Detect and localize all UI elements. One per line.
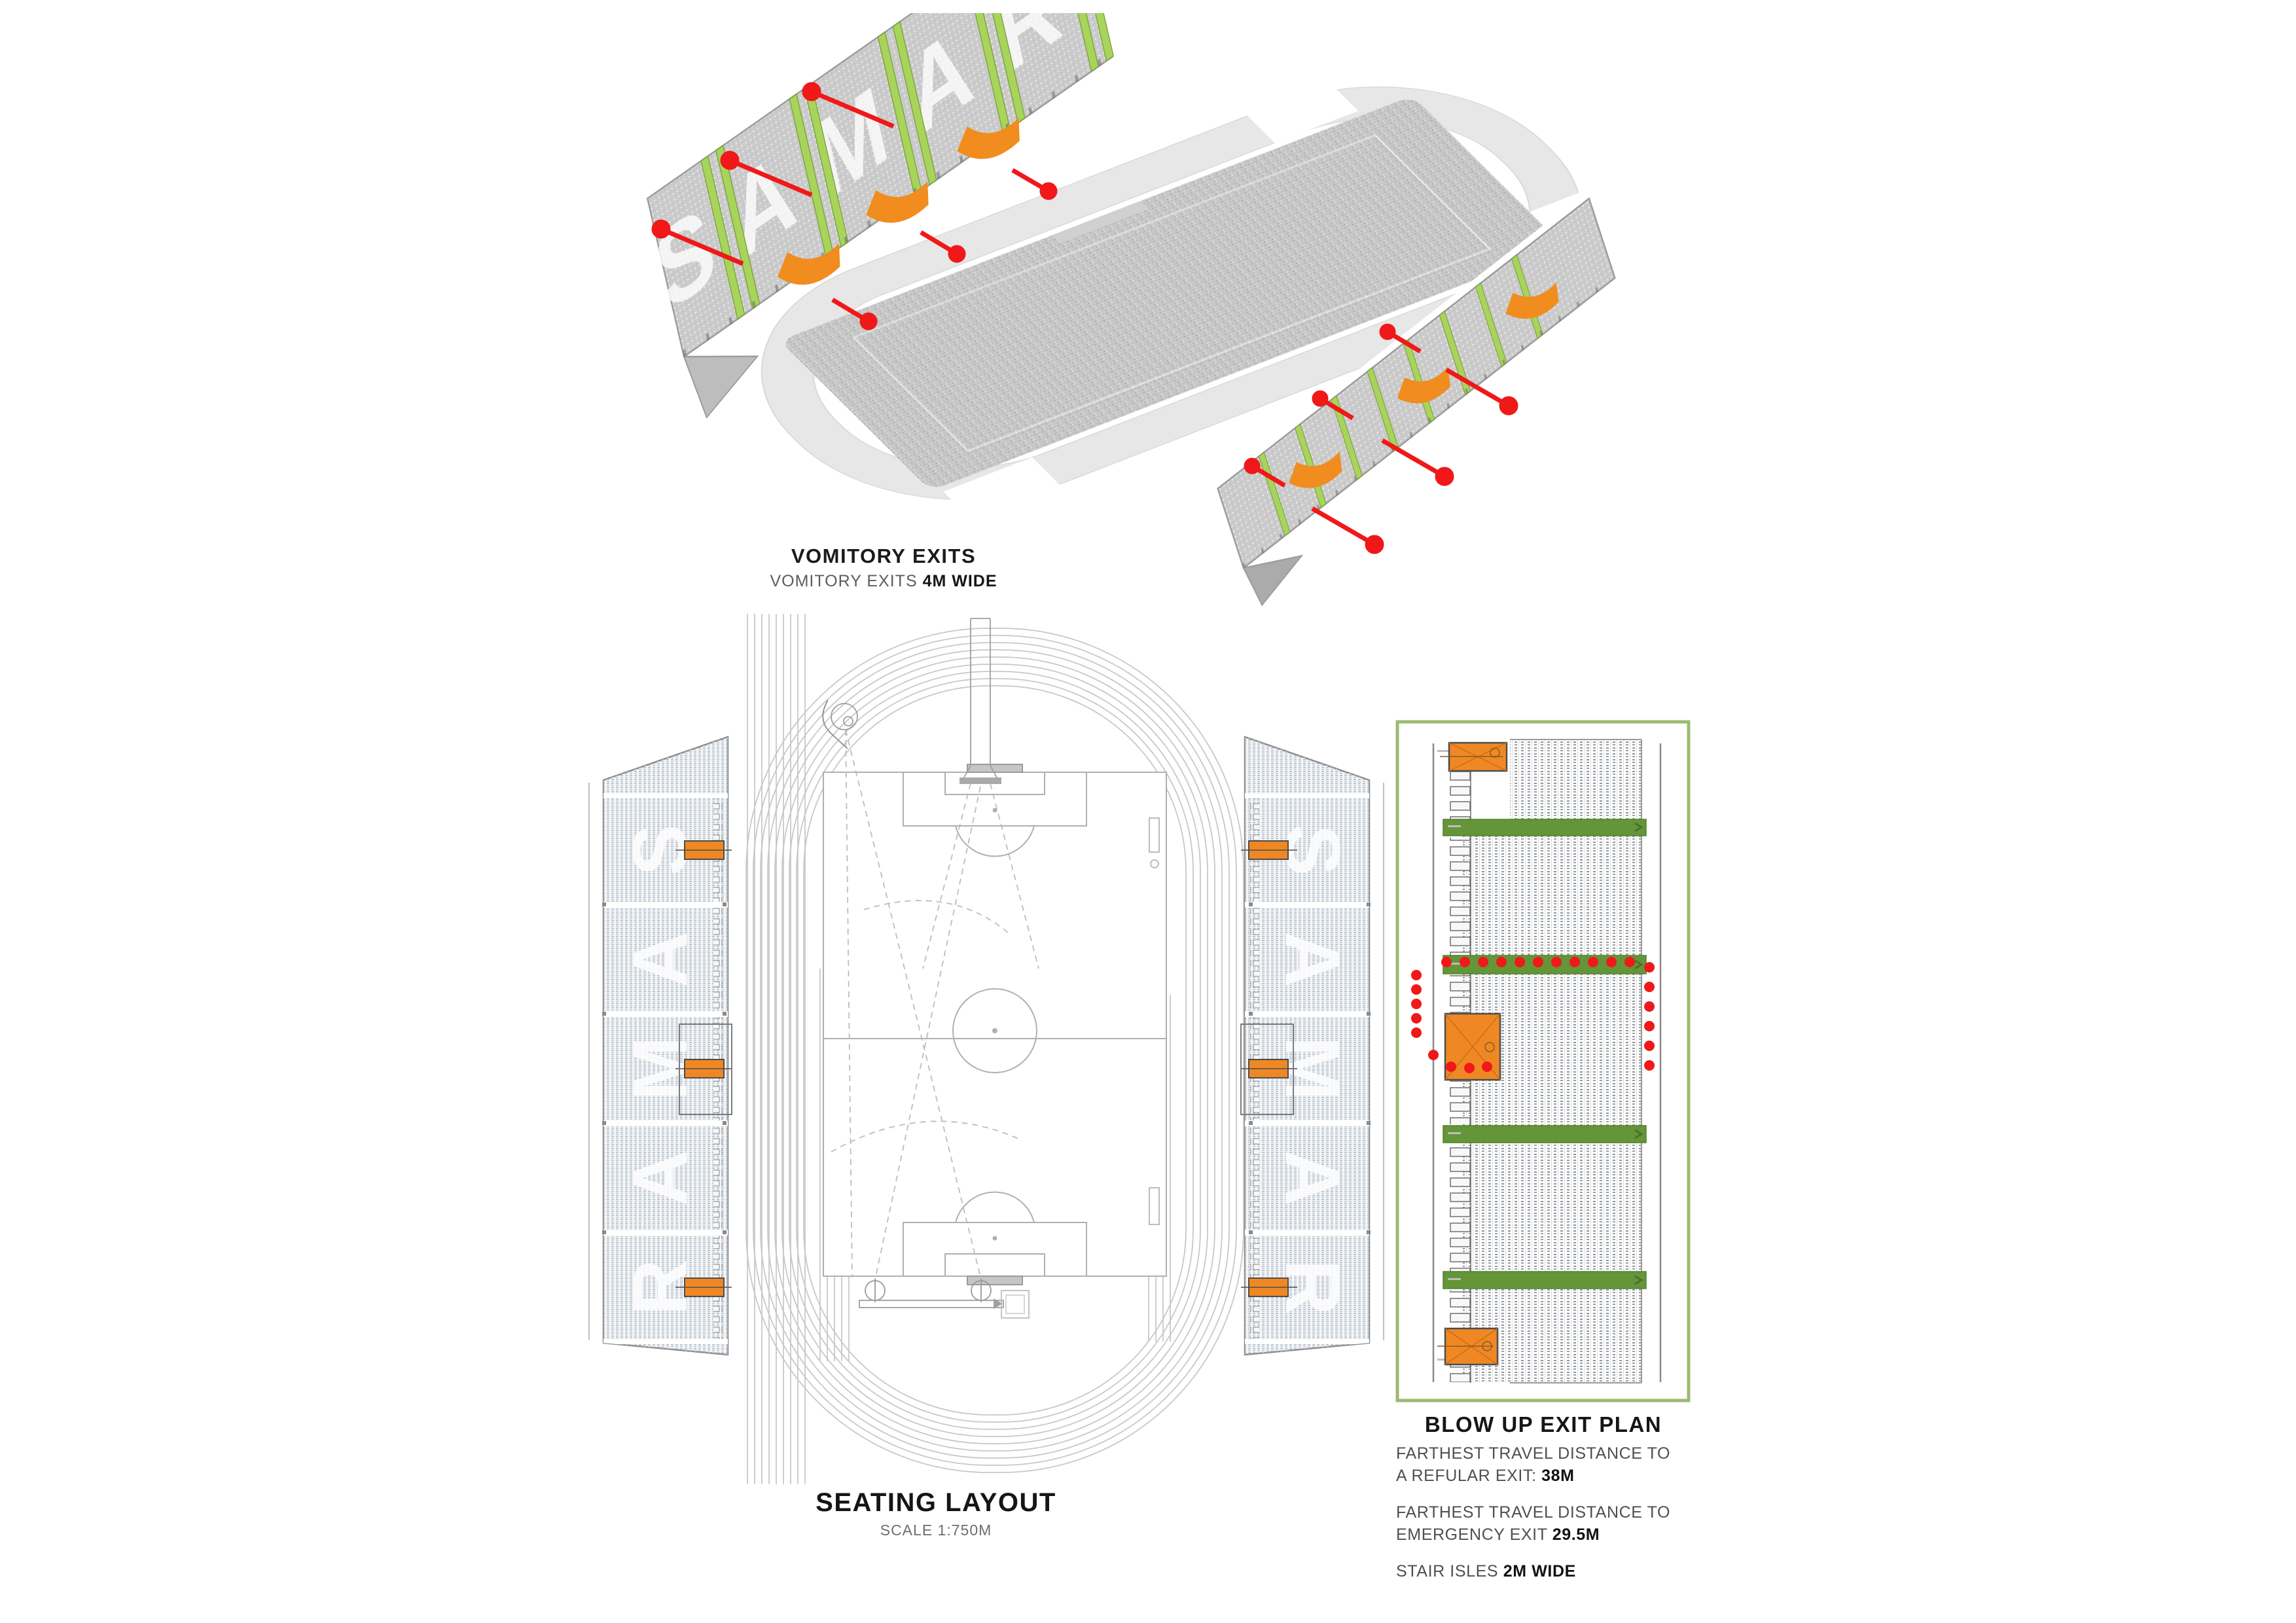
note-value: 38M (1541, 1467, 1575, 1485)
stand-letter: A (617, 931, 704, 987)
iso-subtitle-bold: 4M WIDE (922, 572, 997, 590)
track-gap (943, 457, 1071, 530)
iso-view-caption: VOMITORY EXITS VOMITORY EXITS 4M WIDE (668, 544, 1100, 591)
iso-view-subtitle: VOMITORY EXITS 4M WIDE (668, 572, 1100, 591)
javelin-runway (960, 618, 1001, 784)
blowup-seating (1463, 739, 1642, 1383)
iso-view-title: VOMITORY EXITS (791, 544, 977, 567)
orange-exits (1241, 840, 1297, 1297)
note-value: 2M WIDE (1503, 1562, 1576, 1580)
red-exit-arrows (651, 82, 1518, 554)
stand-end-wall (1242, 554, 1304, 607)
orange-vomitory-arrows (778, 117, 1020, 285)
hammer-cage (822, 700, 858, 749)
orange-vomitory-arrows (1289, 282, 1559, 488)
plan-view: S A M A R (588, 614, 1384, 1484)
stand-end-wall (683, 355, 759, 419)
note-line: A REFULAR EXIT: (1396, 1467, 1542, 1485)
orange-exits (675, 840, 732, 1297)
long-jump-runway (859, 1290, 1030, 1319)
iso-subtitle-text: VOMITORY EXITS (770, 572, 923, 590)
goal-bottom (967, 1275, 1023, 1285)
green-walkway-bands (1443, 819, 1647, 1289)
orange-exit (1440, 741, 1508, 772)
band-ticks (1437, 750, 1461, 1361)
left-stand-iso: S A M A R (638, 13, 1122, 419)
football-pitch (823, 764, 1167, 1285)
blowup-exit-plan (1395, 720, 1691, 1402)
stand-letter: A (617, 1150, 704, 1205)
note-line: EMERGENCY EXIT (1396, 1525, 1552, 1544)
note-line: FARTHEST TRAVEL DISTANCE TO (1396, 1503, 1671, 1522)
band-chevrons (1634, 822, 1643, 1285)
note-line: STAIR ISLES (1396, 1562, 1503, 1580)
isometric-view: S A M A R (638, 13, 1633, 607)
note-value: 29.5M (1552, 1525, 1600, 1544)
plan-subtitle: SCALE 1:750M (880, 1522, 992, 1539)
goal-top (967, 764, 1023, 773)
track-gap (1236, 73, 1359, 143)
right-stand-plan: S A M A R (1240, 736, 1384, 1356)
running-track (745, 614, 1244, 1484)
field-iso (785, 99, 1558, 487)
sprint-chute-left (747, 614, 806, 1484)
plan-caption: SEATING LAYOUT SCALE 1:750M (726, 1488, 1145, 1539)
throw-sector-lines (831, 729, 1039, 1280)
athletics-equipment (822, 618, 1160, 1319)
blowup-title: BLOW UP EXIT PLAN (1424, 1412, 1662, 1436)
red-path-dots (1411, 957, 1655, 1073)
note-stair-isles: STAIR ISLES 2M WIDE (1396, 1560, 1704, 1582)
orange-exit (1437, 1327, 1499, 1366)
green-aisle-stripes (700, 13, 1114, 320)
note-line: FARTHEST TRAVEL DISTANCE TO (1396, 1444, 1671, 1463)
stand-letter: A (1269, 931, 1355, 987)
blowup-notes: FARTHEST TRAVEL DISTANCE TO A REFULAR EX… (1396, 1442, 1704, 1597)
plan-title: SEATING LAYOUT (816, 1488, 1056, 1517)
note-emergency-exit: FARTHEST TRAVEL DISTANCE TO EMERGENCY EX… (1396, 1501, 1704, 1546)
stadium-track-iso (761, 73, 1633, 530)
right-stand-iso (1210, 187, 1623, 607)
left-stand-plan: S A M A R (588, 736, 732, 1356)
note-regular-exit: FARTHEST TRAVEL DISTANCE TO A REFULAR EX… (1396, 1442, 1704, 1487)
high-jump-marks (1149, 817, 1160, 1225)
stand-letter: A (1269, 1150, 1355, 1205)
